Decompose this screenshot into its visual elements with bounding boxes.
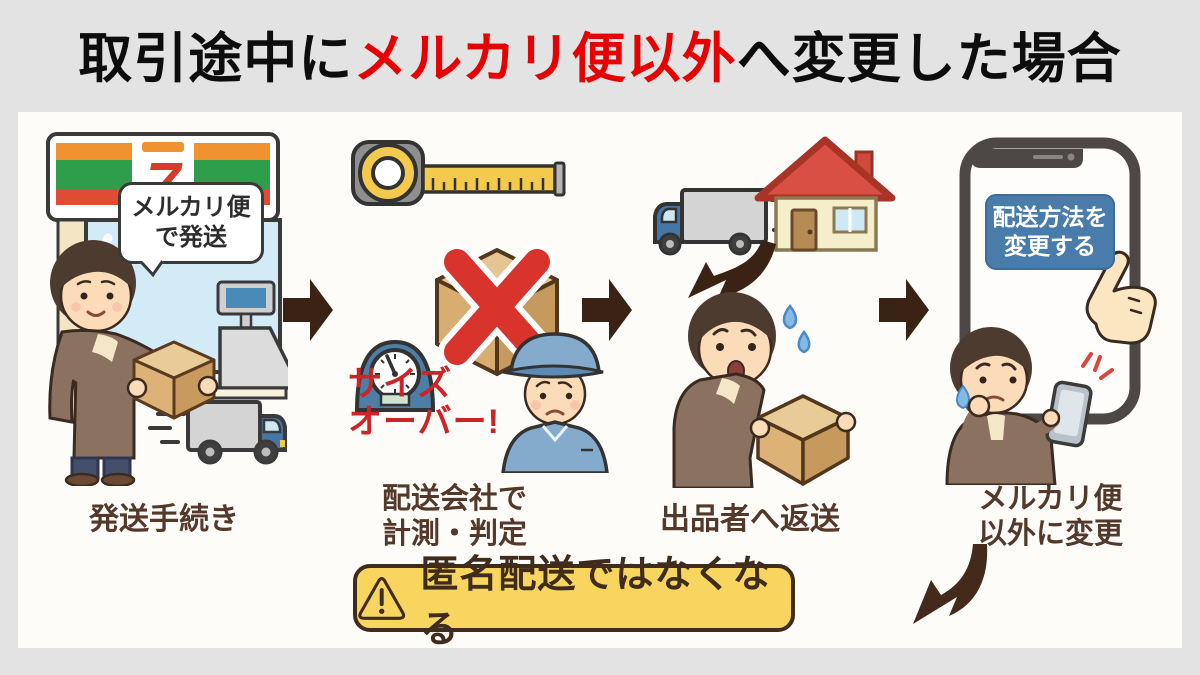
- delivery-worker: [501, 332, 609, 473]
- phone-illustration: [945, 137, 1157, 485]
- arrow-right-icon-2: [582, 279, 632, 341]
- convenience-store-illustration: 7: [46, 132, 288, 486]
- size-over-label: サイズ オーバー!: [348, 365, 500, 442]
- store-front: [56, 218, 282, 384]
- step-3-caption: 出品者へ返送: [660, 503, 840, 536]
- page-title: 取引途中にメルカリ便以外へ変更した場合: [0, 24, 1200, 94]
- arrow-right-icon-3: [879, 279, 929, 341]
- curved-down-arrow-icon: [688, 240, 776, 298]
- alert-lines-icon: [1081, 352, 1114, 380]
- seller-with-box: [48, 240, 219, 486]
- cardboard-box-icon: [435, 248, 559, 376]
- return-illustration: [653, 136, 896, 488]
- store-sign-icon: 7: [46, 132, 280, 222]
- curved-arrow-icon: [913, 544, 988, 624]
- content-board: 7: [18, 112, 1182, 651]
- house-icon: [754, 136, 896, 252]
- cash-register-icon: [154, 280, 288, 400]
- truck-icon: [653, 188, 804, 256]
- speeding-truck-icon: [148, 400, 287, 465]
- title-highlight: メルカリ便以外: [353, 29, 737, 89]
- small-phone-icon: [1045, 380, 1093, 448]
- measuring-illustration: [351, 140, 609, 473]
- tape-measure-icon: [351, 140, 566, 206]
- warning-banner: 匿名配送ではなくなる: [353, 554, 795, 651]
- pointer-hand-icon: [1085, 250, 1157, 345]
- warning-banner-label: 匿名配送ではなくなる: [420, 554, 772, 651]
- warning-triangle-icon: [358, 577, 406, 620]
- arrow-right-icon-1: [283, 279, 333, 341]
- title-prefix: 取引途中に: [78, 29, 354, 89]
- weight-scale-icon: [354, 339, 436, 412]
- svg-text:7: 7: [146, 151, 183, 220]
- red-x-icon: [438, 243, 556, 371]
- change-delivery-method-button: 配送方法を 変更する: [985, 194, 1115, 270]
- step-1-caption: 発送手続き: [89, 503, 239, 536]
- seller-with-phone: [945, 327, 1093, 485]
- smartphone-frame-icon: [959, 137, 1141, 425]
- seller-receiving-box: [672, 292, 857, 488]
- speech-bubble: メルカリ便 で発送: [118, 182, 264, 264]
- title-suffix: へ変更した場合: [736, 29, 1122, 89]
